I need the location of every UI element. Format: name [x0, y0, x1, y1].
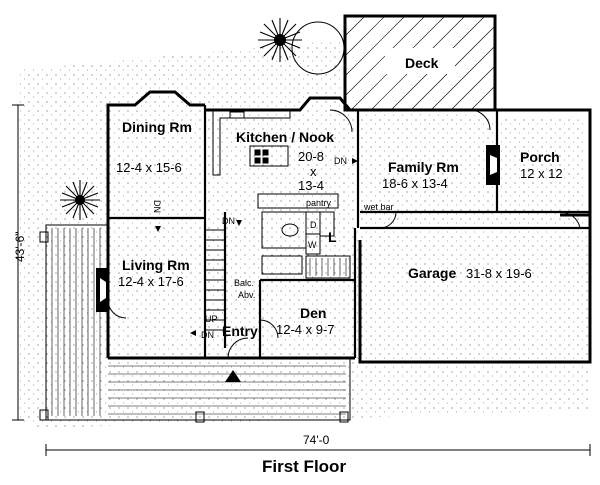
deck-label: Deck — [405, 55, 439, 71]
porch-label: Porch — [520, 149, 560, 165]
kitchen-label: Kitchen / Nook — [236, 129, 334, 145]
balcony-label: Balc. — [234, 278, 254, 288]
living-room-label: Living Rm — [122, 257, 190, 273]
up-label: UP — [205, 314, 218, 324]
den-label: Den — [300, 305, 326, 321]
kitchen-size-b: 13-4 — [298, 178, 324, 193]
dn-stair-label: DN — [222, 216, 235, 226]
utility-block — [261, 211, 351, 279]
linen-label: L — [328, 229, 337, 245]
dining-room-size: 12-4 x 15-6 — [116, 160, 182, 175]
staircase — [204, 229, 226, 331]
porch-size: 12 x 12 — [520, 166, 563, 181]
deck-area — [343, 14, 497, 112]
dn-arrow-icon — [155, 158, 358, 336]
washer-label: W — [308, 240, 317, 250]
family-room-size: 18-6 x 13-4 — [382, 176, 448, 191]
floor-title: First Floor — [262, 457, 346, 476]
fireplace-icon — [96, 268, 108, 312]
tree-icon — [258, 18, 302, 62]
dimension-lines — [12, 104, 591, 456]
wet-bar-label: wet bar — [363, 202, 394, 212]
kitchen-counters — [212, 110, 339, 209]
dining-room-label: Dining Rm — [122, 119, 192, 135]
dryer-label: D — [310, 220, 317, 230]
width-dimension: 74'-0 — [303, 433, 330, 447]
dn-kitchen-label: DN — [334, 156, 347, 166]
kitchen-size-a: 20-8 — [298, 149, 324, 164]
den-size: 12-4 x 9-7 — [276, 322, 335, 337]
tree-icon — [60, 180, 100, 220]
depth-dimension: 43'-6" — [13, 231, 27, 262]
entry-label: Entry — [222, 323, 258, 339]
above-label: Abv. — [238, 290, 255, 300]
living-room-size: 12-4 x 17-6 — [118, 274, 184, 289]
door-swings — [107, 109, 581, 359]
family-room-label: Family Rm — [388, 159, 459, 175]
dn-dining-label: DN — [152, 200, 162, 213]
garage-label: Garage — [408, 265, 456, 281]
dn-entry-label: DN — [201, 330, 214, 340]
garage-size: 31-8 x 19-6 — [466, 266, 532, 281]
exterior-walls — [106, 90, 592, 364]
landscape-stipple — [20, 40, 590, 428]
pantry-label: pantry — [306, 198, 332, 208]
kitchen-size-x: x — [310, 164, 317, 179]
fireplace-icon — [486, 145, 500, 185]
main-entrance-marker-icon — [225, 370, 241, 382]
